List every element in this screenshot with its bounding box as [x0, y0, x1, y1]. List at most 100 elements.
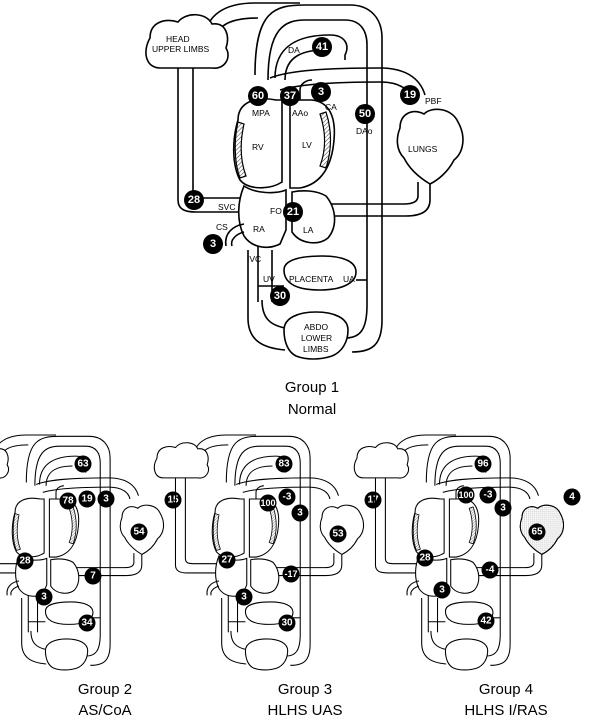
- svg-text:41: 41: [316, 41, 328, 53]
- svg-text:19: 19: [404, 89, 416, 101]
- pbf-saturation-badge: 4: [563, 488, 581, 506]
- svg-text:96: 96: [477, 459, 489, 470]
- svg-text:100: 100: [458, 490, 473, 500]
- head-label: HEAD: [166, 34, 190, 44]
- group-4-title: Group 4: [479, 681, 533, 698]
- mpa-saturation-badge: 100: [259, 494, 277, 512]
- svg-text:30: 30: [274, 290, 286, 302]
- svc-saturation-badge: 28: [416, 549, 434, 567]
- main-diagram: HEAD UPPER LIMBS DA MPA AAo CA PBF DAo R…: [145, 2, 464, 418]
- uv-saturation-badge: 34: [78, 614, 96, 632]
- svg-text:3: 3: [500, 503, 506, 514]
- svg-text:-17: -17: [284, 569, 297, 579]
- ca-saturation-badge: 3: [97, 490, 115, 508]
- dao-saturation-badge: 65: [528, 523, 546, 541]
- group-3-diagram: 83 100 -3 3 53 17 27 -17 3 30 Group 3 HL…: [153, 434, 382, 719]
- placenta-label: PLACENTA: [289, 274, 334, 284]
- fo-saturation-badge: 21: [283, 202, 303, 222]
- svg-text:-3: -3: [283, 492, 292, 503]
- group-3-subtitle: HLHS UAS: [267, 702, 342, 719]
- ca-saturation-badge: 3: [311, 82, 331, 102]
- svg-text:83: 83: [278, 459, 290, 470]
- aao-saturation-badge: -3: [479, 486, 497, 504]
- svg-text:42: 42: [480, 616, 492, 627]
- pbf-saturation-badge: 19: [400, 85, 420, 105]
- dao-saturation-badge: 54: [130, 523, 148, 541]
- group-4-diagram: 96 100 -3 3 65 4 28 -4 3 42 Group 4 HLHS…: [353, 434, 581, 719]
- ua-label: UA: [343, 274, 355, 284]
- svg-text:53: 53: [332, 529, 344, 540]
- cs-label: CS: [216, 222, 228, 232]
- svg-text:-4: -4: [486, 565, 495, 576]
- svg-text:-3: -3: [484, 490, 493, 501]
- group-4-subtitle: HLHS I/RAS: [464, 702, 547, 719]
- svg-text:3: 3: [439, 585, 445, 596]
- dao-label: DAo: [356, 126, 373, 136]
- svc-saturation-badge: 28: [184, 190, 204, 210]
- uv-saturation-badge: 30: [278, 614, 296, 632]
- mpa-saturation-badge: 60: [248, 86, 268, 106]
- aao-label: AAo: [292, 108, 308, 118]
- cs-saturation-badge: 3: [203, 234, 223, 254]
- ra-label: RA: [253, 224, 265, 234]
- lv-label: LV: [302, 140, 312, 150]
- svg-text:100: 100: [260, 498, 275, 508]
- uv-label: UV: [263, 274, 275, 284]
- mpa-label: MPA: [252, 108, 270, 118]
- svg-text:28: 28: [188, 194, 200, 206]
- svg-text:78: 78: [62, 496, 74, 507]
- ca-label: CA: [325, 102, 337, 112]
- pbf-label: PBF: [425, 96, 442, 106]
- group-3-title: Group 3: [278, 681, 332, 698]
- svg-text:28: 28: [419, 553, 431, 564]
- ivc-label: IVC: [247, 254, 261, 264]
- fo-saturation-badge: -17: [282, 565, 300, 583]
- svg-text:3: 3: [41, 592, 47, 603]
- rv-label: RV: [252, 142, 264, 152]
- ca-saturation-badge: 3: [291, 504, 309, 522]
- svg-text:34: 34: [81, 618, 93, 629]
- cs-saturation-badge: 3: [433, 581, 451, 599]
- la-label: LA: [303, 225, 314, 235]
- svg-text:3: 3: [297, 508, 303, 519]
- group-1-subtitle: Normal: [288, 401, 336, 418]
- da-saturation-badge: 63: [74, 455, 92, 473]
- svg-text:50: 50: [359, 108, 371, 120]
- svg-text:65: 65: [531, 527, 543, 538]
- svg-text:30: 30: [281, 618, 293, 629]
- da-label: DA: [288, 45, 300, 55]
- svg-text:19: 19: [81, 494, 93, 505]
- svg-text:3: 3: [103, 494, 109, 505]
- svc-saturation-badge: 28: [16, 552, 34, 570]
- upper-limbs-label: UPPER LIMBS: [152, 44, 209, 54]
- fo-label: FO: [270, 206, 282, 216]
- svg-text:54: 54: [133, 527, 145, 538]
- svg-text:28: 28: [19, 556, 31, 567]
- ca-saturation-badge: 3: [494, 499, 512, 517]
- fo-saturation-badge: 7: [84, 567, 102, 585]
- pbf-saturation-badge: 17: [364, 491, 382, 509]
- mpa-saturation-badge: 100: [457, 486, 475, 504]
- svg-text:27: 27: [221, 555, 233, 566]
- svg-text:3: 3: [318, 86, 324, 98]
- aao-saturation-badge: 37: [280, 86, 300, 106]
- limbs-label: LIMBS: [303, 344, 329, 354]
- svg-text:3: 3: [241, 592, 247, 603]
- group-1-title: Group 1: [285, 379, 339, 396]
- svg-text:3: 3: [210, 238, 216, 250]
- uv-saturation-badge: 42: [477, 612, 495, 630]
- svg-text:15: 15: [167, 495, 179, 506]
- svg-text:63: 63: [77, 459, 89, 470]
- cs-saturation-badge: 3: [35, 588, 53, 606]
- da-saturation-badge: 83: [275, 455, 293, 473]
- aao-saturation-badge: 19: [78, 490, 96, 508]
- da-saturation-badge: 96: [474, 455, 492, 473]
- pbf-saturation-badge: 15: [164, 491, 182, 509]
- fo-saturation-badge: -4: [481, 561, 499, 579]
- group-2-diagram: 63 78 19 3 54 15 28 7 3 34 Group 2 AS/Co…: [0, 434, 182, 719]
- uv-saturation-badge: 30: [270, 286, 290, 306]
- svc-saturation-badge: 27: [218, 551, 236, 569]
- svg-text:17: 17: [367, 495, 379, 506]
- cs-saturation-badge: 3: [235, 588, 253, 606]
